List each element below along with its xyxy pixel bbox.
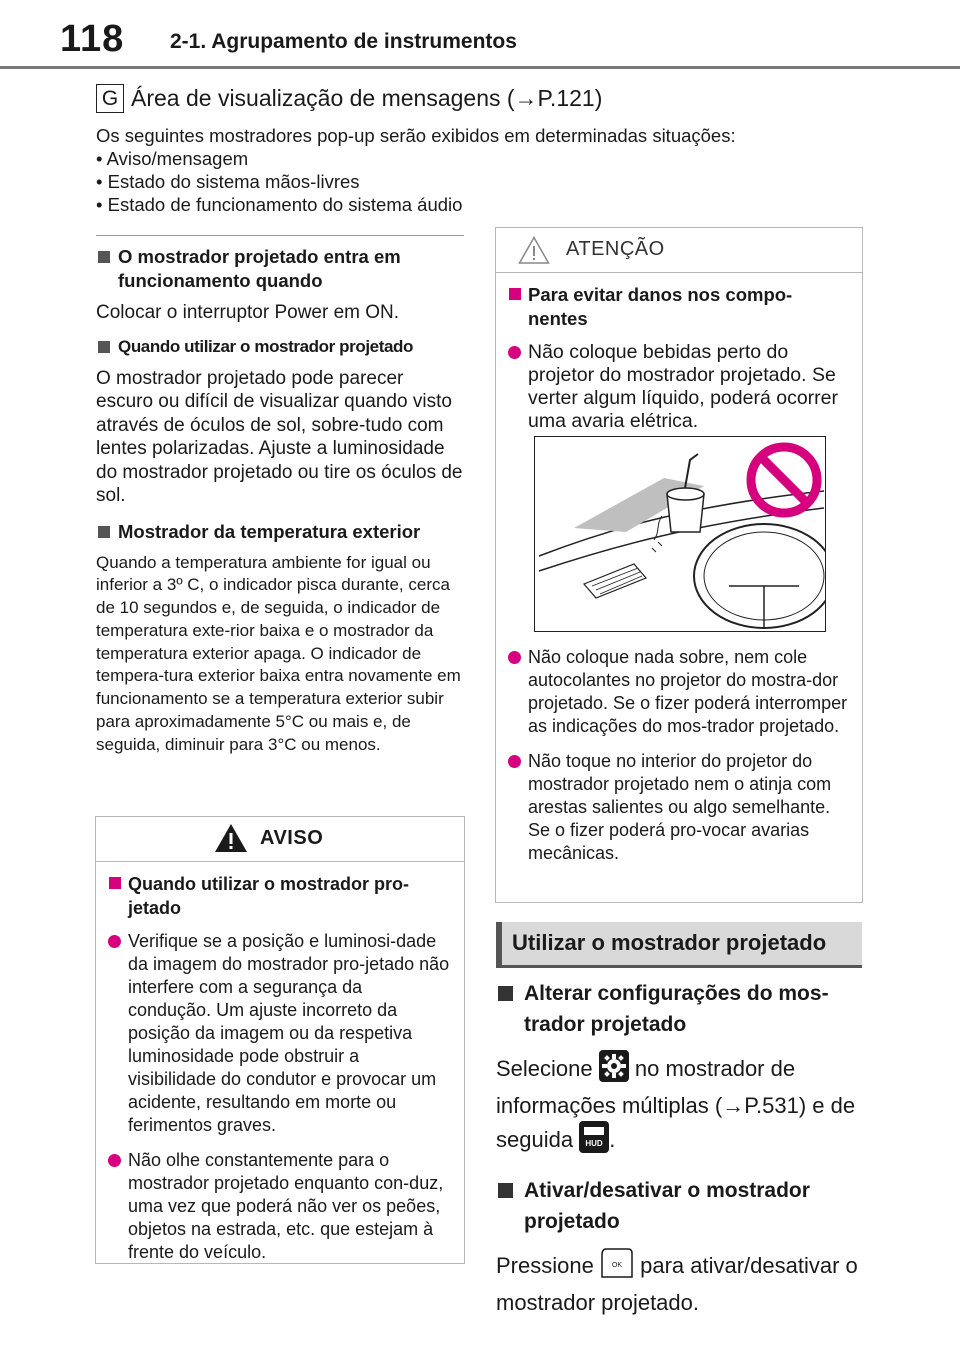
square-bullet-icon xyxy=(509,288,521,300)
callout-heading: Área de visualização de mensagens (→P.12… xyxy=(131,85,603,111)
page-number: 118 xyxy=(60,18,125,60)
caution-box: ATENÇÃO Para evitar danos nos compo-nent… xyxy=(495,227,863,903)
square-bullet-icon xyxy=(498,986,513,1001)
bullet-dot-icon xyxy=(508,651,521,664)
ok-button-label: OK xyxy=(612,1262,622,1269)
section-title: 2-1. Agrupamento de instrumentos xyxy=(170,30,517,53)
warning-item: Não olhe constantemente para o mostrador… xyxy=(102,1149,450,1264)
header-rule xyxy=(0,66,960,69)
hud-icon-label: HUD xyxy=(586,1139,604,1148)
caution-item: Não coloque bebidas perto do projetor do… xyxy=(502,341,850,433)
warning-box: AVISO Quando utilizar o mostrador pro-je… xyxy=(95,816,465,1264)
note-heading: O mostrador projetado entra em funcionam… xyxy=(96,245,466,293)
gear-icon xyxy=(598,1050,629,1090)
step-heading: Ativar/desativar o mostrador projetado xyxy=(496,1175,866,1237)
caution-items-more: Não coloque nada sobre, nem cole autocol… xyxy=(502,646,850,865)
square-bullet-icon xyxy=(109,877,121,889)
square-bullet-icon xyxy=(98,251,110,263)
caution-box-header: ATENÇÃO xyxy=(496,228,862,273)
warning-triangle-icon xyxy=(215,824,247,852)
note-heading: Quando utilizar o mostrador projetado xyxy=(96,335,466,359)
left-notes: O mostrador projetado entra em funcionam… xyxy=(96,245,466,757)
warning-item: Verifique se a posição e luminosi-dade d… xyxy=(102,930,450,1137)
bullet-dot-icon xyxy=(108,935,121,948)
step-heading: Alterar configurações do mos-trador proj… xyxy=(496,978,866,1040)
step-text: Selecione no mostrador de informações mú… xyxy=(496,1050,866,1161)
square-bullet-icon xyxy=(498,1183,513,1198)
usage-steps: Alterar configurações do mos-trador proj… xyxy=(496,978,866,1318)
section-heading: Utilizar o mostrador projetado xyxy=(512,930,827,955)
ok-button-icon: OK xyxy=(600,1247,634,1287)
intro-text: Os seguintes mostradores pop-up serão ex… xyxy=(96,125,736,146)
square-bullet-icon xyxy=(98,525,110,538)
warning-triangle-icon xyxy=(518,236,550,264)
bullet-dot-icon xyxy=(108,1154,121,1167)
warning-title: AVISO xyxy=(260,827,324,849)
dashboard-illustration xyxy=(534,436,826,632)
bullet-dot-icon xyxy=(508,346,521,359)
step-text: Pressione OK para ativar/desativar o mos… xyxy=(496,1247,866,1318)
caution-item: Não coloque nada sobre, nem cole autocol… xyxy=(502,646,850,738)
intro-bullet: • Estado do sistema mãos-livres xyxy=(96,171,360,192)
section-heading-bar: Utilizar o mostrador projetado xyxy=(496,922,862,968)
intro-bullet: • Estado de funcionamento do sistema áud… xyxy=(96,194,463,215)
note-heading: Mostrador da temperatura exterior xyxy=(96,520,466,544)
note-text: Quando a temperatura ambiente for igual … xyxy=(96,552,461,754)
caution-title: ATENÇÃO xyxy=(566,238,665,260)
note-text: O mostrador projetado pode parecer escur… xyxy=(96,367,463,507)
callout-marker: G xyxy=(96,84,124,113)
hud-icon: HUD xyxy=(579,1121,610,1161)
warning-heading: Quando utilizar o mostrador pro-jetado xyxy=(102,872,450,920)
caution-item: Não toque no interior do projetor do mos… xyxy=(502,750,850,865)
column-rule xyxy=(96,235,464,236)
prohibition-icon xyxy=(746,442,822,518)
note-text: Colocar o interruptor Power em ON. xyxy=(96,302,400,323)
warning-box-header: AVISO xyxy=(96,817,464,862)
bullet-dot-icon xyxy=(508,755,521,768)
caution-heading: Para evitar danos nos compo-nentes xyxy=(502,283,850,331)
intro-block: Os seguintes mostradores pop-up serão ex… xyxy=(96,124,856,216)
square-bullet-icon xyxy=(98,340,110,353)
intro-bullet: • Aviso/mensagem xyxy=(96,148,249,169)
